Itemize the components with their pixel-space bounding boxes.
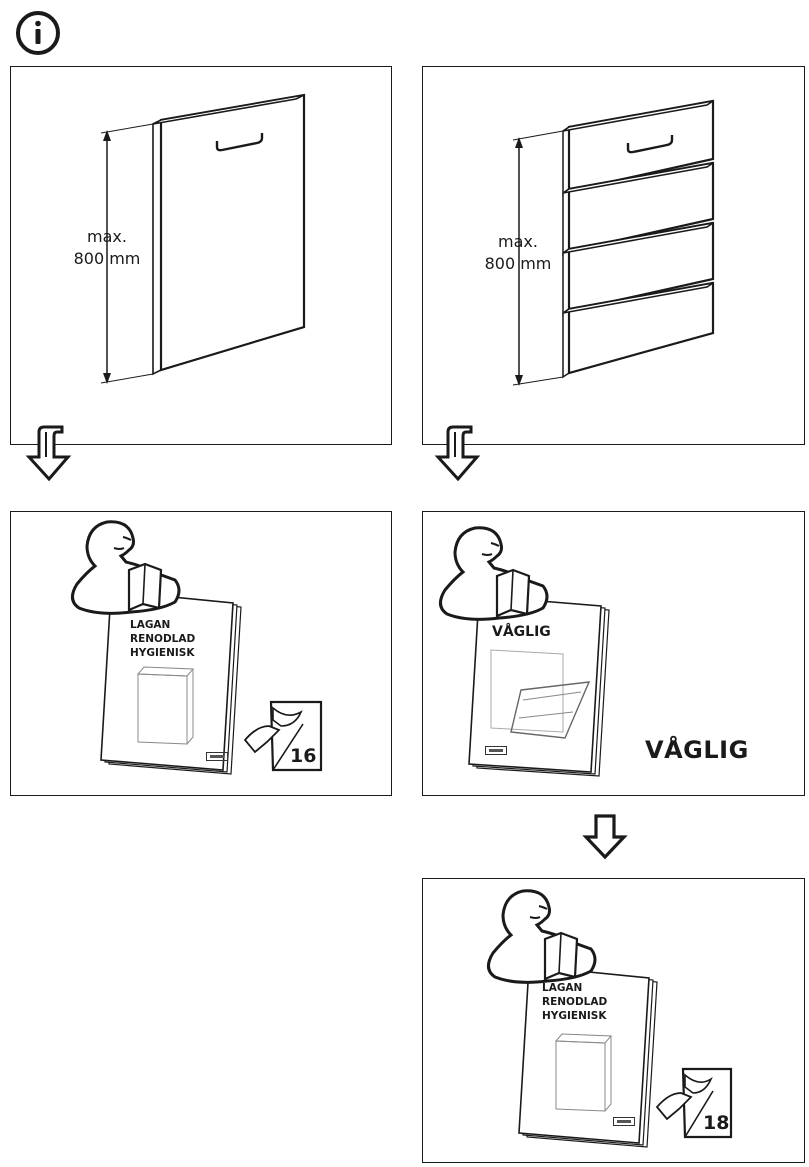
page-number: 16 [290,745,317,767]
arrow-down-icon [25,425,72,482]
panel-drawer-front: max. 800 mm [422,66,805,445]
product-name: VÅGLIG [645,736,749,764]
ikea-logo [613,1117,635,1126]
ikea-logo [206,752,228,761]
panel-manual-lagan-followup: LAGAN RENODLAD HYGIENISK 18 [422,878,805,1163]
manual-title: VÅGLIG [492,624,551,640]
page-turn-hand-icon [655,1067,733,1139]
dimension-label: max. 800 mm [484,232,552,273]
info-icon [16,11,60,55]
panel-single-door: max. 800 mm [10,66,392,445]
arrow-down-icon [434,425,481,482]
reading-person-icon [487,889,597,984]
dimension-label: max. 800 mm [73,227,141,268]
panel-manual-vaglig: VÅGLIG VÅGLIG [422,511,805,796]
manual-title: LAGAN RENODLAD HYGIENISK [130,619,196,659]
ikea-logo [485,746,507,755]
page-turn-hand-icon [243,700,323,772]
reading-person-icon [71,520,181,615]
reading-person-icon [439,526,549,621]
panel-manual-lagan: LAGAN RENODLAD HYGIENISK 16 [10,511,392,796]
arrow-down-icon [582,814,628,860]
manual-title: LAGAN RENODLAD HYGIENISK [542,982,608,1022]
page-number: 18 [703,1112,730,1134]
